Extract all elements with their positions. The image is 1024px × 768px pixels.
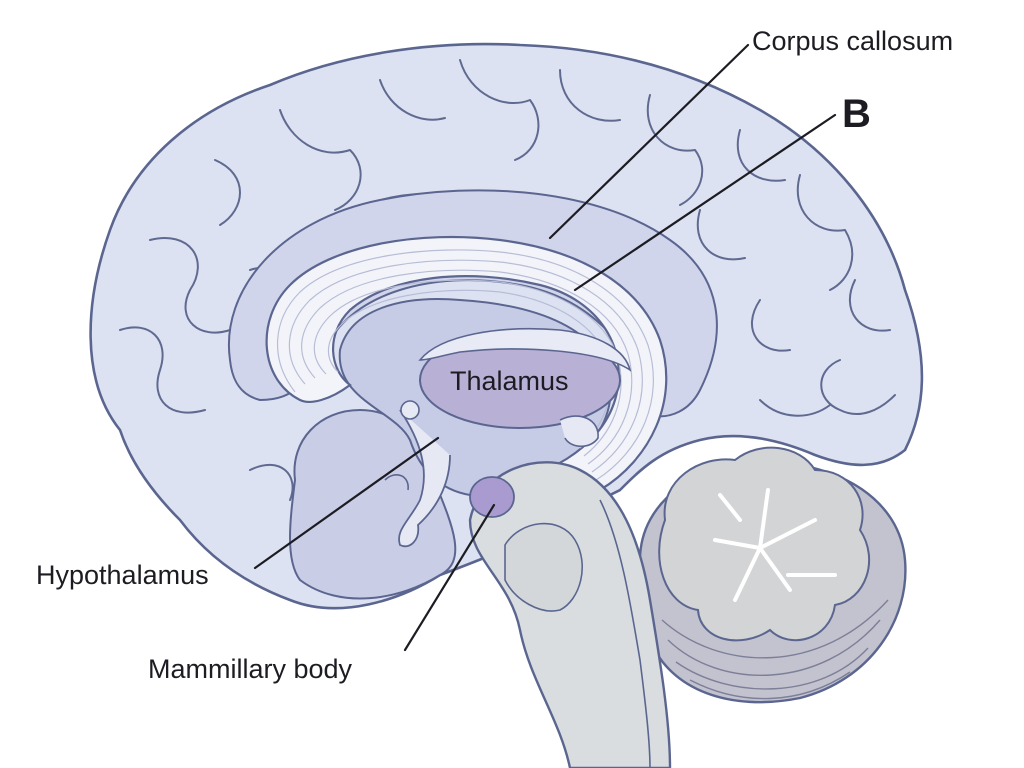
label-hypothalamus: Hypothalamus bbox=[36, 560, 209, 590]
leader-hypothalamus bbox=[253, 436, 440, 570]
leader-mammillary-body bbox=[403, 503, 496, 652]
label-thalamus: Thalamus bbox=[450, 366, 569, 396]
label-corpus-callosum: Corpus callosum bbox=[752, 26, 953, 56]
hypothalamus-structure bbox=[384, 400, 599, 548]
brainstem-inner-line bbox=[599, 499, 651, 768]
thalamus-top-fold bbox=[418, 327, 632, 372]
cerebellum bbox=[638, 446, 907, 704]
leader-corpus-callosum bbox=[548, 43, 750, 240]
cerebellum-folia-lines bbox=[661, 519, 889, 700]
corpus-callosum-striations bbox=[276, 249, 654, 481]
brainstem-bulge bbox=[504, 522, 583, 612]
mammillary-body-structure bbox=[469, 476, 515, 518]
label-mammillary-body: Mammillary body bbox=[148, 654, 353, 684]
limbic-region bbox=[289, 408, 457, 600]
cerebellum-arbor-vitae bbox=[713, 488, 837, 602]
label-b: B bbox=[842, 92, 871, 136]
leader-b bbox=[573, 113, 837, 292]
